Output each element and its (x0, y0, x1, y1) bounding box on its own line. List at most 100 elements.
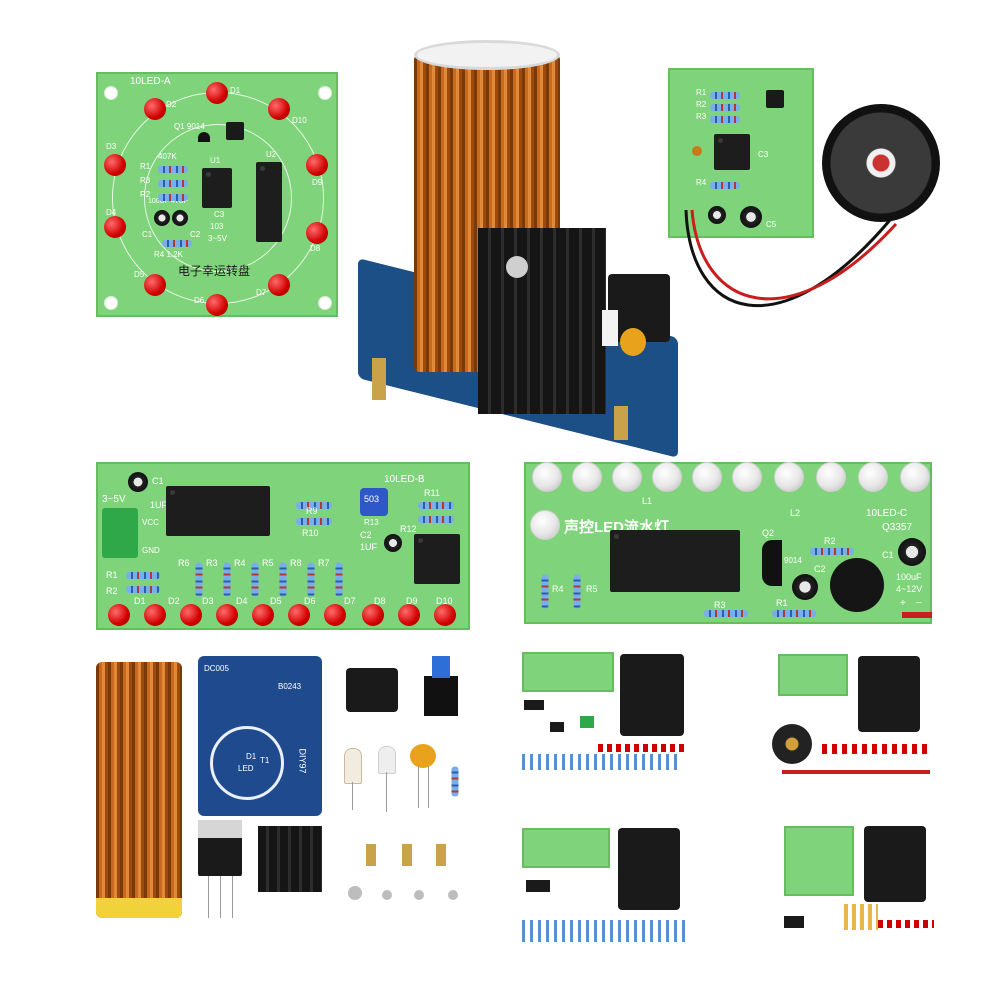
ic-u2 (256, 162, 282, 242)
screw (506, 256, 528, 278)
led-clear (816, 462, 846, 492)
led-label-d10: D10 (436, 596, 453, 606)
potentiometer (360, 488, 388, 516)
r9-label: R9 (306, 506, 318, 516)
ic-socket (526, 880, 550, 892)
resistor (710, 116, 740, 123)
tesla-coil-assembly (352, 28, 692, 458)
board-title: 10LED-B (384, 474, 425, 485)
resistor-row (844, 904, 878, 930)
resistor (810, 548, 854, 555)
c1-label: C1 (882, 550, 894, 560)
led-d7 (324, 604, 346, 626)
brass-standoff (614, 406, 628, 440)
pot-label: 503 (364, 494, 380, 504)
r4-label: R4 (696, 178, 707, 187)
battery-holder (620, 654, 684, 736)
lead (386, 772, 387, 812)
l2-label: L2 (790, 508, 801, 518)
led-d8 (362, 604, 384, 626)
resistor (418, 502, 454, 509)
resistor (710, 92, 740, 99)
led-clear (612, 462, 642, 492)
screw-terminal (580, 716, 594, 728)
screw (382, 890, 392, 900)
led-clear (858, 462, 888, 492)
r1-label: R1 (696, 88, 707, 97)
led-d1 (206, 82, 228, 104)
lead (352, 782, 353, 810)
blue-pcb: DC005 DIY97 B0243 LED T1 D1 (198, 656, 322, 816)
resistor (251, 562, 259, 597)
r5-label: R5 (262, 558, 274, 568)
led-d9 (398, 604, 420, 626)
led-label-d2: D2 (168, 596, 180, 606)
lead (220, 876, 221, 918)
thumb-pcb (778, 654, 848, 696)
r4-label: R4 (552, 584, 564, 594)
r2-label: R2 (696, 100, 707, 109)
led-d2 (144, 98, 166, 120)
screw (348, 886, 362, 900)
c2-label: C2 (814, 564, 826, 574)
push-switch-cap (432, 656, 450, 678)
r2-label: R2 (824, 536, 836, 546)
r407-label: 407K (158, 152, 177, 161)
capacitor (792, 574, 818, 600)
mount-hole (318, 296, 332, 310)
resistor (710, 182, 740, 189)
ic (714, 134, 750, 170)
screw (448, 890, 458, 900)
led-label-d3: D3 (106, 142, 117, 151)
heatsink (258, 826, 322, 892)
r3-label: R3 (206, 558, 218, 568)
ic-socket (784, 916, 804, 928)
r2-label: R2 (106, 586, 118, 596)
led-label-d6: D6 (194, 296, 205, 305)
r11-label: R11 (424, 488, 440, 498)
led-d1 (108, 604, 130, 626)
transistor-q2 (762, 540, 782, 586)
gnd-label: GND (142, 546, 160, 555)
r5-label: R5 (586, 584, 598, 594)
heatsink (478, 228, 606, 414)
mount-hole (318, 86, 332, 100)
led-clear (692, 462, 722, 492)
u2-label: U2 (266, 150, 277, 159)
led-label-d9: D9 (312, 178, 323, 187)
board-title: 10LED-A (130, 76, 171, 87)
c2-uf-label: 1UF (360, 542, 378, 552)
b0243-label: B0243 (278, 682, 302, 691)
kit-thumbnail-a (780, 822, 934, 952)
push-button (766, 90, 784, 108)
lead (418, 766, 419, 808)
silkscreen-ring (144, 124, 292, 272)
led-label-d10: D10 (292, 116, 307, 125)
resistor (772, 610, 816, 617)
transistor-q1 (198, 132, 210, 142)
kit-thumbnail-b (520, 652, 690, 776)
resistor-row (522, 920, 686, 942)
l1-label: L1 (642, 496, 653, 506)
silkscreen-circle (210, 726, 284, 800)
kit-thumbnail-c (520, 826, 690, 950)
microphone (830, 558, 884, 612)
plus-label: + (900, 598, 906, 609)
resistor (296, 518, 332, 525)
led-d10 (268, 98, 290, 120)
resistor (451, 766, 459, 797)
resistor (158, 166, 188, 173)
capacitor (708, 206, 726, 224)
model-label: DIY97 (297, 748, 308, 774)
brass-standoff (402, 844, 412, 866)
lead (208, 876, 209, 918)
led-d5 (252, 604, 274, 626)
led-label-d6: D6 (304, 596, 316, 606)
battery-holder (618, 828, 680, 910)
led-d6 (206, 294, 228, 316)
led-clear (732, 462, 762, 492)
mount-hole (104, 86, 118, 100)
r13-label: R13 (364, 518, 379, 527)
capacitor (128, 472, 148, 492)
thumb-pcb (784, 826, 854, 896)
